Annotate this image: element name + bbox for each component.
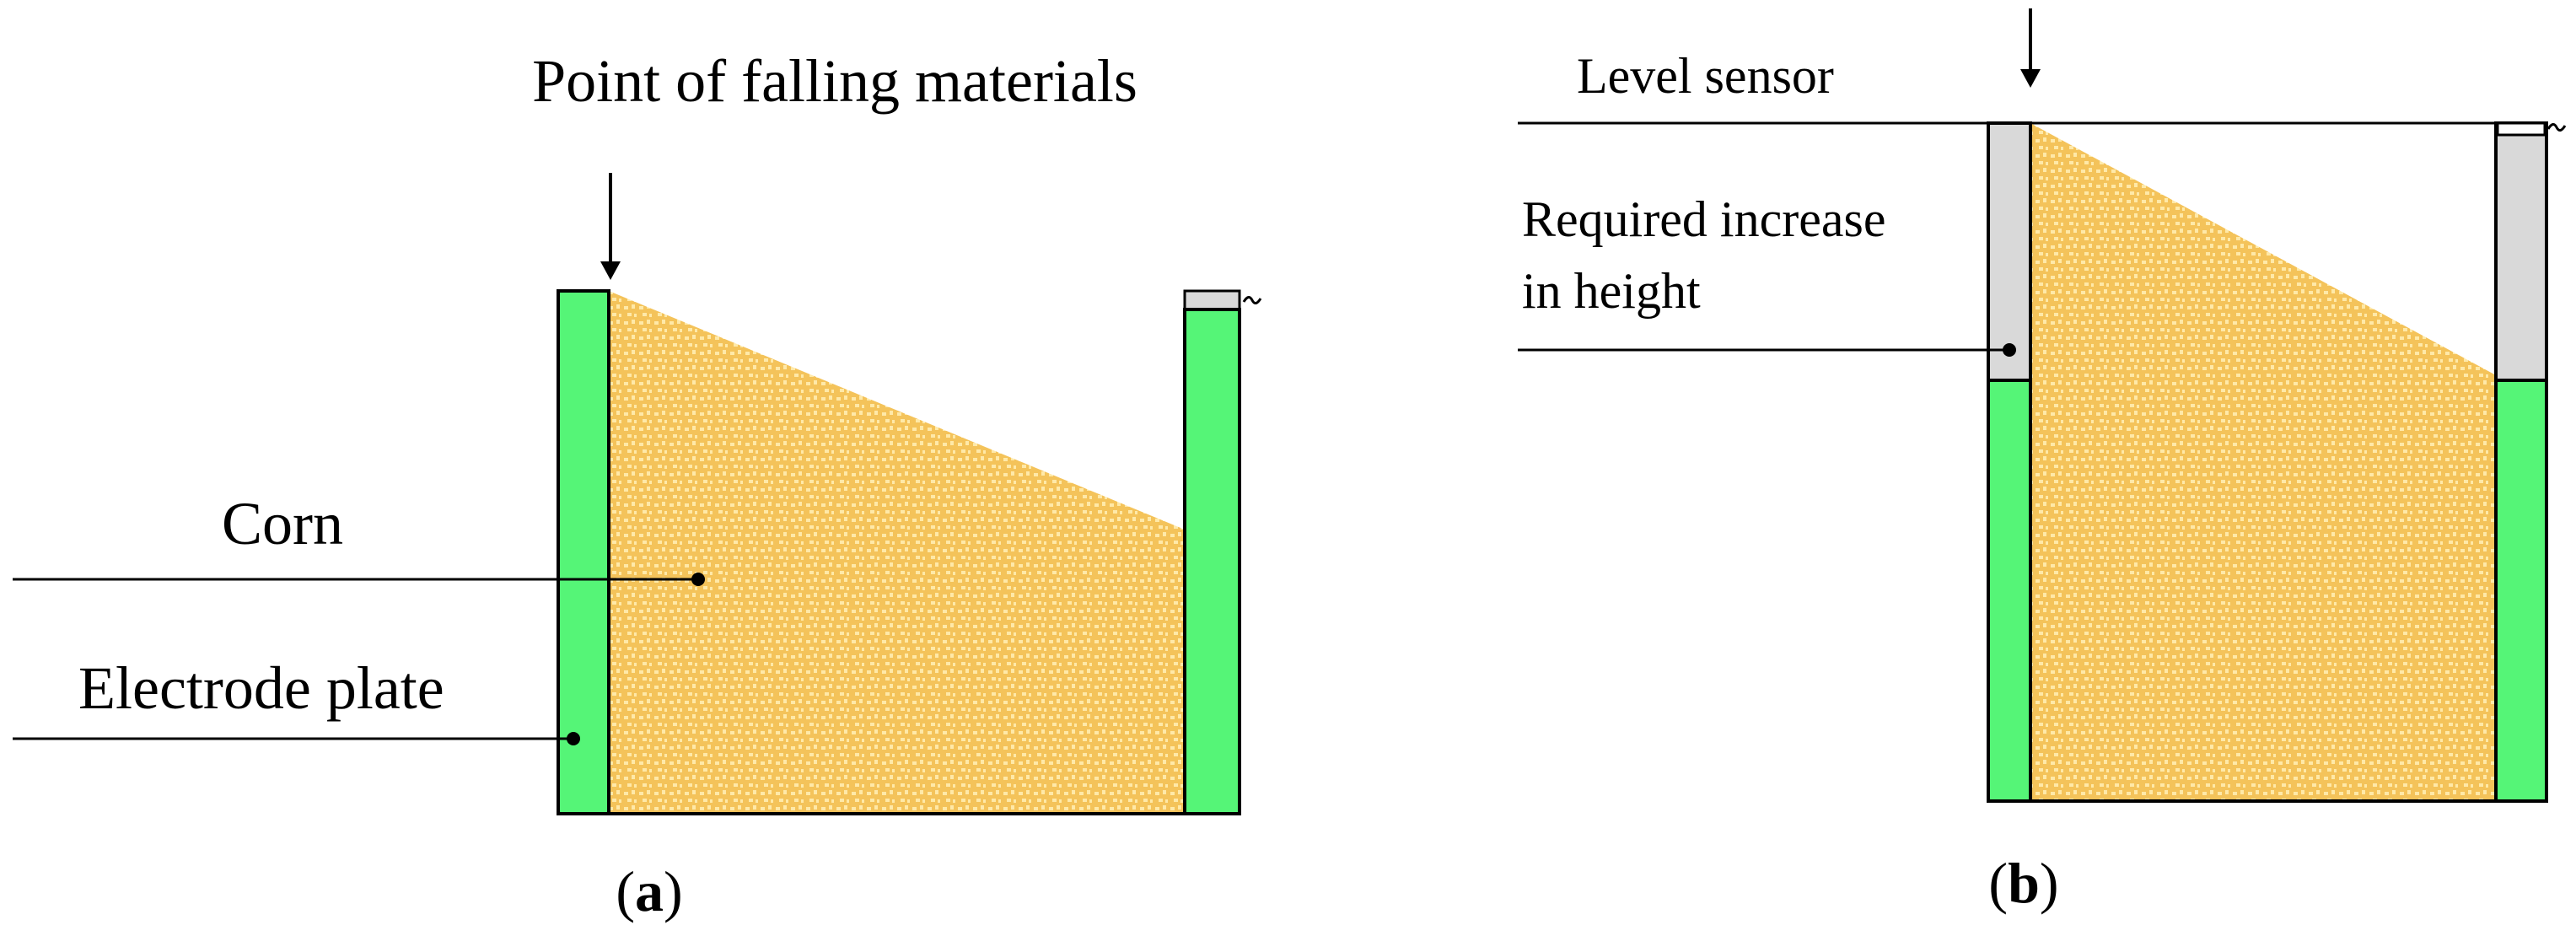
corn-fill-a: [609, 291, 1185, 814]
corn-fill-b: [2030, 123, 2496, 801]
electrode-plate-left-b: [1987, 379, 2032, 803]
falling-point-title: Point of falling materials: [532, 47, 1137, 115]
required-increase-label-2: in height: [1522, 263, 1701, 319]
required-increase-leader-dot: [2003, 343, 2016, 357]
caption-a: (a): [616, 859, 682, 923]
required-increase-label-1: Required increase: [1522, 191, 1885, 247]
electrode-plate-left-a: [557, 289, 610, 815]
corn-leader-dot: [691, 573, 705, 586]
electrode-leader-dot: [567, 732, 580, 745]
corn-label: Corn: [222, 490, 343, 557]
required-height-extension-left: [1987, 121, 2032, 382]
electrode-label: Electrode plate: [78, 654, 444, 722]
electrode-plate-right-b: [2494, 379, 2548, 803]
level-sensor-b: [2496, 121, 2546, 137]
falling-arrowhead-a: [600, 261, 621, 280]
falling-arrowhead-b: [2020, 69, 2041, 88]
required-height-extension-right: [2494, 121, 2548, 382]
panel-b: Level sensor Required increase in height…: [1518, 8, 2567, 915]
sensor-wire-b: [2546, 123, 2567, 132]
level-sensor-label: Level sensor: [1577, 48, 1834, 104]
caption-b: (b): [1988, 851, 2058, 915]
electrode-plate-right-a: [1183, 308, 1241, 815]
panel-a: Point of falling materials Corn Electrod…: [13, 47, 1262, 923]
sensor-wire-a: [1242, 296, 1262, 304]
level-sensor-a: [1183, 289, 1241, 311]
